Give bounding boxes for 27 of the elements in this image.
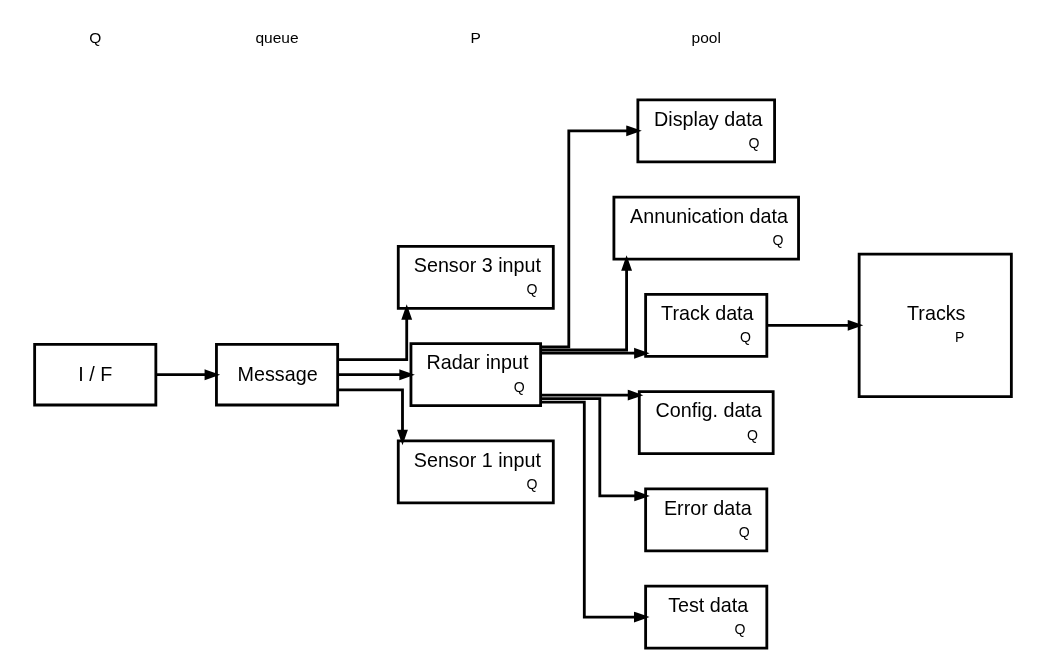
node-box: Radar input Q <box>409 342 543 408</box>
label: P <box>470 29 481 47</box>
arrow <box>337 388 408 446</box>
label: Q <box>89 29 102 47</box>
node-box: Sensor 3 input Q <box>396 245 555 310</box>
label: pool <box>691 29 721 47</box>
node-box: Annunication data Q <box>612 195 800 261</box>
arrow <box>540 397 650 502</box>
arrow <box>540 125 642 349</box>
node-box: I / F <box>33 342 158 407</box>
node-box: Message <box>215 342 340 407</box>
arrow <box>337 304 413 361</box>
arrow <box>541 255 633 352</box>
arrow <box>540 400 650 623</box>
node-box: Test data Q <box>644 584 769 650</box>
node-box: Error data Q <box>644 487 769 553</box>
arrow <box>156 369 221 381</box>
node-box: Track data Q <box>644 292 769 358</box>
node-box: Display data Q <box>636 98 776 164</box>
label: queue <box>255 29 299 47</box>
arrow <box>541 347 650 359</box>
arrow <box>337 369 415 381</box>
arrow <box>767 319 864 331</box>
node-box: Sensor 1 input Q <box>396 439 555 505</box>
arrow <box>541 389 644 401</box>
node-box: Config. data Q <box>637 390 775 456</box>
node-box: Tracks P <box>857 252 1013 398</box>
